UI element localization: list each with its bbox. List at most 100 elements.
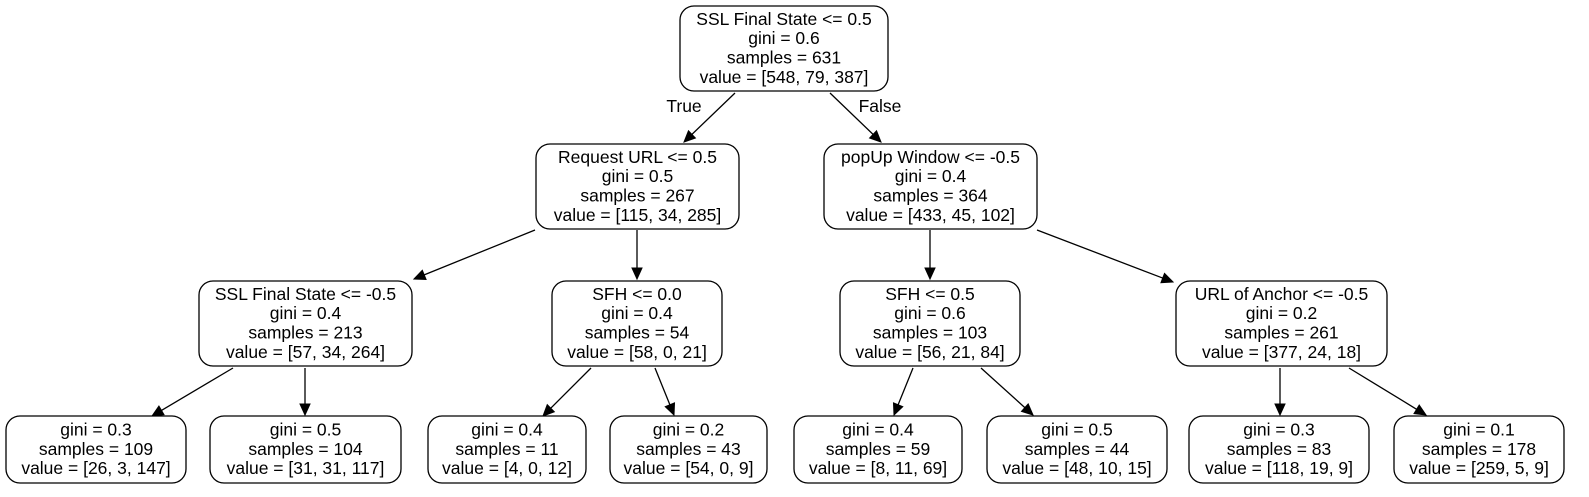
- node-line: samples = 261: [1224, 323, 1338, 343]
- edge-line: [691, 92, 736, 135]
- edge-n6-n13: [1274, 368, 1286, 417]
- edge-label-false: False: [859, 96, 902, 116]
- arrowhead-icon: [412, 269, 427, 281]
- node-box: [198, 280, 413, 367]
- edge-n0-n1: True: [666, 92, 736, 143]
- node-line: samples = 43: [636, 439, 741, 459]
- edge-line: [1348, 367, 1417, 410]
- edge-line: [829, 92, 874, 135]
- edge-line: [654, 367, 671, 406]
- node-line: value = [48, 10, 15]: [1002, 458, 1151, 478]
- node-line: value = [57, 34, 264]: [226, 342, 385, 362]
- node-box: [427, 415, 587, 484]
- node-box: [1188, 415, 1370, 484]
- node-line: gini = 0.6: [748, 28, 820, 48]
- node-line: value = [115, 34, 285]: [554, 205, 722, 225]
- node-line: gini = 0.2: [1246, 303, 1318, 323]
- node-line: value = [56, 21, 84]: [855, 342, 1004, 362]
- node-line: gini = 0.1: [1443, 420, 1515, 440]
- edge-n5-n11: [892, 367, 914, 417]
- node-line: value = [548, 79, 387]: [700, 67, 869, 87]
- edge-n2-n6: [1036, 229, 1175, 284]
- node-line: URL of Anchor <= -0.5: [1195, 284, 1368, 304]
- arrowhead-icon: [1413, 404, 1428, 416]
- node-box: [209, 415, 402, 484]
- node-line: SFH <= 0.5: [885, 284, 975, 304]
- edge-n3-n8: [299, 368, 311, 417]
- node-line: gini = 0.5: [270, 420, 342, 440]
- node-line: SSL Final State <= 0.5: [696, 9, 871, 29]
- node-line: samples = 103: [873, 323, 987, 343]
- node-line: value = [377, 24, 18]: [1202, 342, 1361, 362]
- edge-line: [897, 367, 914, 406]
- arrowhead-icon: [868, 129, 882, 143]
- node-line: gini = 0.5: [1041, 420, 1113, 440]
- node-box: [1393, 415, 1565, 484]
- node-line: samples = 83: [1227, 439, 1332, 459]
- node-box: [535, 143, 740, 230]
- arrowhead-icon: [299, 403, 311, 417]
- arrowhead-icon: [1160, 272, 1175, 284]
- node-line: popUp Window <= -0.5: [841, 147, 1020, 167]
- node-box: [1175, 280, 1388, 367]
- node-line: SSL Final State <= -0.5: [215, 284, 396, 304]
- edge-n5-n12: [980, 367, 1034, 416]
- node-line: gini = 0.4: [842, 420, 914, 440]
- node-line: samples = 44: [1025, 439, 1130, 459]
- node-line: gini = 0.2: [653, 420, 725, 440]
- node-line: samples = 109: [39, 439, 153, 459]
- arrowhead-icon: [892, 402, 904, 417]
- node-line: samples = 104: [248, 439, 363, 459]
- node-line: samples = 54: [585, 323, 690, 343]
- node-box: [986, 415, 1168, 484]
- node-line: value = [259, 5, 9]: [1409, 458, 1549, 478]
- node-line: value = [58, 0, 21]: [567, 342, 707, 362]
- edge-n0-n2: False: [829, 92, 902, 143]
- node-line: value = [26, 3, 147]: [21, 458, 170, 478]
- edge-n6-n14: [1348, 367, 1428, 416]
- node-box: [5, 415, 187, 484]
- node-box: [551, 280, 723, 367]
- node-line: samples = 364: [873, 186, 988, 206]
- arrowhead-icon: [631, 267, 643, 281]
- edge-line: [980, 367, 1026, 409]
- node-box: [679, 5, 889, 92]
- edge-line: [1036, 229, 1163, 279]
- node-box: [793, 415, 963, 484]
- node-line: gini = 0.5: [602, 166, 674, 186]
- node-line: gini = 0.3: [1243, 420, 1315, 440]
- arrowhead-icon: [542, 403, 556, 417]
- edge-line: [423, 229, 536, 276]
- edge-n3-n7: [150, 367, 234, 417]
- node-line: value = [118, 19, 9]: [1205, 458, 1353, 478]
- edge-n2-n5: [924, 230, 936, 281]
- node-line: gini = 0.4: [601, 303, 673, 323]
- node-line: samples = 178: [1422, 439, 1536, 459]
- node-line: gini = 0.3: [60, 420, 132, 440]
- node-box: [823, 143, 1038, 230]
- node-line: gini = 0.4: [471, 420, 543, 440]
- edge-line: [161, 367, 234, 411]
- node-line: value = [54, 0, 9]: [624, 458, 754, 478]
- arrowhead-icon: [683, 129, 697, 143]
- node-line: value = [31, 31, 117]: [227, 458, 385, 478]
- arrowhead-icon: [924, 267, 936, 281]
- edge-n1-n3: [412, 229, 536, 281]
- node-box: [839, 280, 1021, 367]
- node-line: value = [8, 11, 69]: [809, 458, 947, 478]
- edge-n4-n9: [542, 367, 592, 417]
- node-line: samples = 631: [727, 48, 841, 68]
- edge-n1-n4: [631, 230, 643, 281]
- node-box: [609, 415, 768, 484]
